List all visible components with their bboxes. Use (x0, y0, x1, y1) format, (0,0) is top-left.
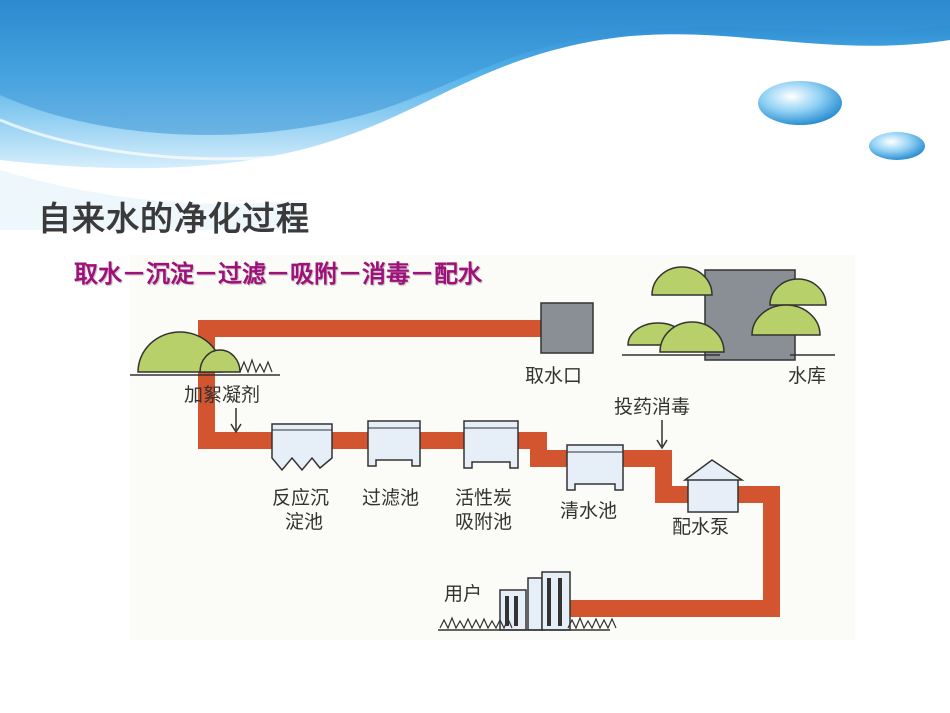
label-sedimentation-2: 淀池 (285, 511, 324, 533)
label-carbon-1: 活性炭 (455, 487, 513, 509)
clear-water-tank (566, 444, 624, 491)
pump-house (682, 459, 745, 513)
label-filter: 过滤池 (362, 487, 420, 509)
sedimentation-tank (271, 423, 333, 472)
disinfect-arrow (656, 420, 668, 450)
pipe (198, 320, 780, 617)
label-clear: 清水池 (560, 500, 618, 522)
label-reservoir: 水库 (788, 365, 827, 387)
label-coagulant: 加絮凝剂 (184, 384, 261, 406)
water-drop-small (869, 132, 925, 160)
label-carbon-2: 吸附池 (455, 511, 513, 533)
slide-title: 自来水的净化过程 (38, 199, 310, 238)
water-drop-large (758, 81, 842, 125)
label-disinfect: 投药消毒 (614, 396, 691, 418)
intake-box (540, 302, 594, 354)
hills-left (130, 331, 280, 376)
filter-tank (367, 420, 421, 467)
carbon-tank (463, 420, 519, 469)
reservoir (622, 266, 835, 361)
label-intake: 取水口 (525, 365, 583, 387)
label-pump: 配水泵 (672, 516, 730, 538)
label-user: 用户 (444, 583, 483, 605)
coagulant-arrow (230, 408, 242, 434)
user-buildings (438, 571, 617, 631)
label-sedimentation-1: 反应沉 (272, 487, 330, 509)
process-steps: 取水－沉淀－过滤－吸附－消毒－配水 (74, 260, 482, 288)
